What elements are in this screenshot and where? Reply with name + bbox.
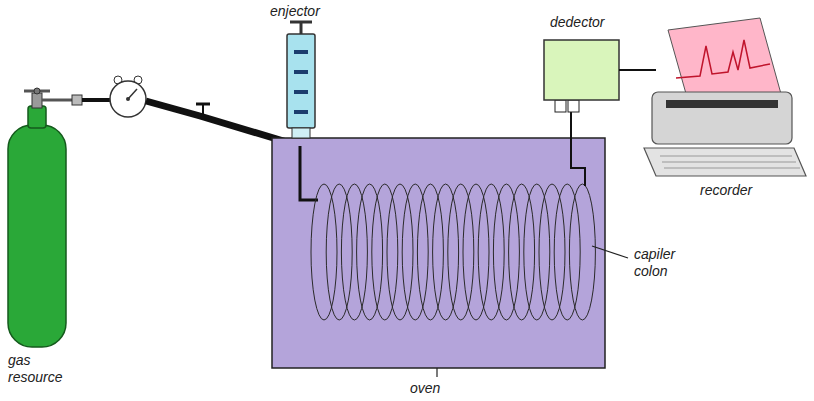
recorder: [644, 18, 806, 176]
column-label: capiler colon: [634, 246, 696, 280]
coil-winding: [433, 184, 459, 320]
coil-winding: [372, 184, 398, 320]
coil-winding: [569, 184, 595, 320]
coil-winding: [509, 184, 535, 320]
coil-winding: [417, 184, 443, 320]
injector-label: enjector: [270, 3, 320, 20]
coil-winding: [357, 184, 383, 320]
column-leader: [592, 246, 628, 258]
oven-label: oven: [410, 380, 440, 397]
oven-box: [272, 138, 605, 368]
recorder-label: recorder: [700, 182, 752, 199]
coil-winding: [341, 184, 367, 320]
inlet-line: [300, 146, 318, 200]
oven-leader: [436, 368, 437, 377]
coil-winding: [387, 184, 413, 320]
gas-source-label: gas resource: [8, 352, 74, 386]
pressure-gauge: [82, 76, 146, 117]
detector-label: dedector: [550, 14, 604, 31]
coil-winding: [524, 184, 550, 320]
coil-winding: [326, 184, 352, 320]
coil-winding: [539, 184, 565, 320]
coil-winding: [493, 184, 519, 320]
gas-cylinder: [8, 88, 82, 347]
coil-winding: [311, 184, 337, 320]
detector: [544, 40, 656, 186]
coil-winding: [478, 184, 504, 320]
injector-syringe: [287, 22, 315, 138]
coil-winding: [402, 184, 428, 320]
capillary-coil: [311, 184, 595, 320]
coil-winding: [554, 184, 580, 320]
coil-winding: [463, 184, 489, 320]
coil-winding: [448, 184, 474, 320]
